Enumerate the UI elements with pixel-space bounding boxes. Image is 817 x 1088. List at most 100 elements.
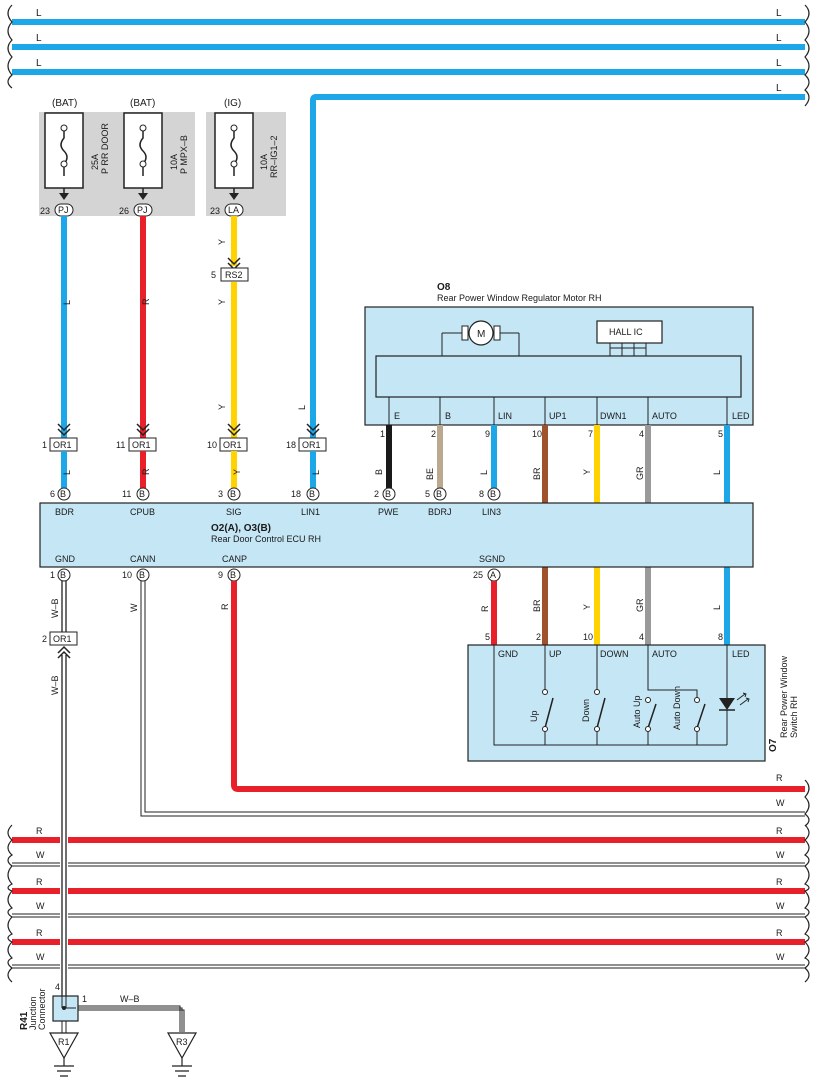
conn-pj-1-pin: 23 bbox=[40, 206, 50, 216]
svg-text:R: R bbox=[776, 877, 783, 887]
conn-pj-2-pin: 26 bbox=[119, 206, 129, 216]
svg-text:W: W bbox=[776, 952, 785, 962]
ecu-output-wires: OR1 2 W–B W–B W W R R R bbox=[42, 581, 805, 995]
left-break-mark-bottom bbox=[7, 824, 14, 983]
switch-down-contact-icon bbox=[594, 689, 606, 745]
svg-text:BDR: BDR bbox=[55, 507, 75, 517]
ground-r1-icon: R1 bbox=[48, 1032, 80, 1077]
svg-text:18: 18 bbox=[286, 440, 296, 450]
cann-right-label: W bbox=[776, 798, 785, 808]
ecu-body bbox=[39, 502, 754, 568]
svg-text:R: R bbox=[776, 928, 783, 938]
svg-text:RS2: RS2 bbox=[225, 270, 243, 280]
or1-arrow-icon bbox=[227, 423, 241, 437]
svg-text:8: 8 bbox=[479, 489, 484, 499]
svg-text:Up: Up bbox=[529, 710, 539, 722]
bus-2-right-label: L bbox=[776, 33, 782, 44]
svg-text:CPUB: CPUB bbox=[130, 507, 155, 517]
svg-text:W: W bbox=[36, 850, 45, 860]
svg-text:W: W bbox=[36, 952, 45, 962]
svg-text:Y: Y bbox=[582, 469, 592, 475]
junction-connector-r41: R41 Junction Connector 4 1 W–B R1 R3 bbox=[19, 982, 198, 1077]
upper-wires: L R Y Y Y L RS2 5 bbox=[61, 94, 317, 440]
ecu-id: O2(A), O3(B) bbox=[211, 523, 271, 534]
svg-text:10: 10 bbox=[207, 440, 217, 450]
fuse-p-rr-door: (BAT) 25A P RR DOOR bbox=[44, 98, 110, 189]
svg-text:B: B bbox=[385, 489, 391, 499]
svg-text:PWE: PWE bbox=[378, 507, 399, 517]
svg-text:OR1: OR1 bbox=[53, 634, 72, 644]
svg-text:R1: R1 bbox=[58, 1037, 70, 1047]
svg-text:L: L bbox=[712, 470, 722, 475]
svg-text:SGND: SGND bbox=[479, 554, 506, 564]
hall-ic bbox=[596, 320, 663, 344]
svg-text:R: R bbox=[36, 928, 43, 938]
svg-text:L: L bbox=[479, 470, 489, 475]
svg-text:GND: GND bbox=[498, 649, 519, 659]
svg-text:OR1: OR1 bbox=[53, 440, 72, 450]
svg-text:A: A bbox=[490, 570, 496, 580]
svg-text:Down: Down bbox=[581, 699, 591, 722]
svg-text:W–B: W–B bbox=[50, 675, 60, 695]
svg-text:W: W bbox=[129, 603, 139, 612]
led-icon bbox=[719, 664, 750, 745]
bus-w-3 bbox=[12, 964, 805, 969]
svg-text:AUTO: AUTO bbox=[652, 411, 677, 421]
motor-inner-block bbox=[375, 355, 742, 398]
or1-connectors: OR1 1 OR1 11 OR1 10 OR1 18 bbox=[42, 423, 327, 452]
wire-label-y-3: Y bbox=[217, 404, 227, 410]
svg-text:5: 5 bbox=[718, 429, 723, 439]
switch-auto-up-contact-icon bbox=[645, 697, 657, 745]
right-break-mark-mid bbox=[804, 779, 810, 827]
right-break-mark-top bbox=[804, 4, 810, 107]
svg-text:B: B bbox=[139, 489, 145, 499]
svg-text:R: R bbox=[220, 603, 230, 610]
svg-text:B: B bbox=[309, 489, 315, 499]
switch-body bbox=[467, 644, 766, 762]
conn-rs2-pin: 5 bbox=[211, 270, 216, 280]
svg-text:M: M bbox=[477, 329, 485, 340]
ecu-input-wires: L R Y L bbox=[61, 451, 321, 488]
switch-name-1: Rear Power Window bbox=[779, 655, 789, 738]
conn-rs2 bbox=[220, 267, 249, 282]
svg-text:E: E bbox=[394, 411, 400, 421]
svg-text:5: 5 bbox=[425, 489, 430, 499]
svg-text:1: 1 bbox=[82, 994, 87, 1004]
svg-text:B: B bbox=[490, 489, 496, 499]
fuse-1-name: P RR DOOR bbox=[100, 123, 110, 174]
svg-text:9: 9 bbox=[485, 429, 490, 439]
svg-text:2: 2 bbox=[431, 429, 436, 439]
svg-text:BE: BE bbox=[425, 468, 435, 480]
rear-door-ecu: O2(A), O3(B) Rear Door Control ECU RH B … bbox=[39, 487, 754, 582]
junction-id: R41 bbox=[19, 1011, 30, 1030]
svg-text:HALL IC: HALL IC bbox=[609, 327, 643, 337]
junction-wire-label: W–B bbox=[120, 994, 140, 1004]
svg-text:PJ: PJ bbox=[137, 205, 148, 215]
svg-text:R: R bbox=[36, 826, 43, 836]
svg-text:4: 4 bbox=[55, 982, 60, 992]
svg-text:B: B bbox=[374, 469, 384, 475]
wire-label-y-1: Y bbox=[217, 239, 227, 245]
bus-3-right-label: L bbox=[776, 58, 782, 69]
right-break-mark-bottom bbox=[803, 824, 810, 983]
svg-text:UP: UP bbox=[549, 649, 562, 659]
wire-label-l-1: L bbox=[62, 300, 72, 305]
wire-label-y-2: Y bbox=[217, 299, 227, 305]
svg-text:9: 9 bbox=[218, 570, 223, 580]
or1-arrow-icon bbox=[57, 423, 71, 437]
svg-text:3: 3 bbox=[218, 489, 223, 499]
svg-text:LIN: LIN bbox=[498, 411, 512, 421]
fuse-3-rating: 10A bbox=[259, 154, 269, 170]
svg-text:10: 10 bbox=[532, 429, 542, 439]
svg-text:B: B bbox=[230, 489, 236, 499]
svg-text:L: L bbox=[311, 470, 321, 475]
svg-text:W: W bbox=[776, 901, 785, 911]
ground-r3-icon: R3 bbox=[166, 1032, 198, 1077]
svg-text:UP1: UP1 bbox=[549, 411, 567, 421]
bus-w-2 bbox=[12, 913, 805, 918]
svg-text:2: 2 bbox=[42, 634, 47, 644]
svg-text:1: 1 bbox=[50, 570, 55, 580]
bottom-bus-lines: R R W W R R W W R R W W bbox=[7, 824, 810, 996]
svg-text:5: 5 bbox=[485, 632, 490, 642]
